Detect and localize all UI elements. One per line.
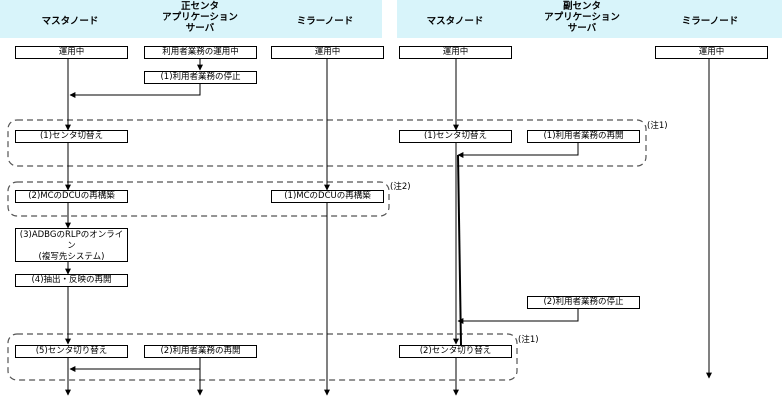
primary-mirror-running-box: 運用中: [271, 46, 384, 59]
primary-center-switch-back-box: (5)センタ切り替え: [15, 345, 128, 358]
adbg-online-label: (3)ADBGのRLPのオンライン: [19, 230, 124, 251]
primary-mc-rebuild-mirror-box: (1)MCのDCUの再構築: [271, 190, 384, 203]
primary-mirror-header: ミラーノード: [296, 16, 354, 27]
arrow-sec-stop-to-master: [457, 309, 579, 324]
secondary-center-switch-back-box: (2)センタ切り替え: [399, 345, 512, 358]
secondary-center-header-line2: アプリケーション: [544, 12, 620, 23]
primary-adbg-online-box: (3)ADBGのRLPのオンライン (複写先システム): [15, 228, 128, 262]
primary-master-running-box: 運用中: [15, 46, 128, 59]
arrow-user-stop-to-master: [69, 84, 201, 98]
arrow-user-resume-to-master: [69, 358, 201, 372]
primary-header-band: [0, 0, 382, 38]
group-frame-switch-back: [7, 333, 518, 381]
secondary-center-header-line1: 副センタ: [562, 1, 601, 12]
secondary-header-band: [397, 0, 782, 38]
primary-center-switch-box: (1)センタ切替え: [15, 130, 128, 143]
arrow-sec-resume-to-master: [457, 143, 579, 158]
secondary-center-header-line3: サーバ: [567, 23, 597, 34]
adbg-target-label: (複写先システム): [38, 252, 105, 262]
primary-mc-rebuild-master-box: (2)MCのDCUの再構築: [15, 190, 128, 203]
secondary-center-switch-box: (1)センタ切替え: [399, 130, 512, 143]
secondary-user-stop-box: (2)利用者業務の停止: [527, 296, 640, 309]
primary-center-header-line1: 正センタ: [180, 1, 219, 12]
secondary-master-header: マスタノード: [426, 16, 484, 27]
primary-user-stop-box: (1)利用者業務の停止: [144, 71, 257, 84]
primary-master-header: マスタノード: [41, 16, 99, 27]
bold-link-sec-switch-to-master: [457, 154, 462, 346]
secondary-master-running-box: 運用中: [399, 46, 512, 59]
primary-center-header-line3: サーバ: [185, 23, 215, 34]
note1-bottom-label: (注1): [518, 335, 539, 345]
primary-user-resume-box: (2)利用者業務の再開: [144, 345, 257, 358]
secondary-mirror-header: ミラーノード: [681, 16, 739, 27]
primary-extract-resume-box: (4)抽出・反映の再開: [15, 274, 128, 287]
note1-top-label: (注1): [647, 121, 668, 131]
secondary-mirror-running-box: 運用中: [655, 46, 768, 59]
group-frame-rebuild: [7, 181, 390, 217]
secondary-user-resume-box: (1)利用者業務の再開: [527, 130, 640, 143]
note2-label: (注2): [390, 182, 411, 192]
primary-center-header-line2: アプリケーション: [162, 12, 238, 23]
primary-user-running-box: 利用者業務の運用中: [144, 46, 257, 59]
